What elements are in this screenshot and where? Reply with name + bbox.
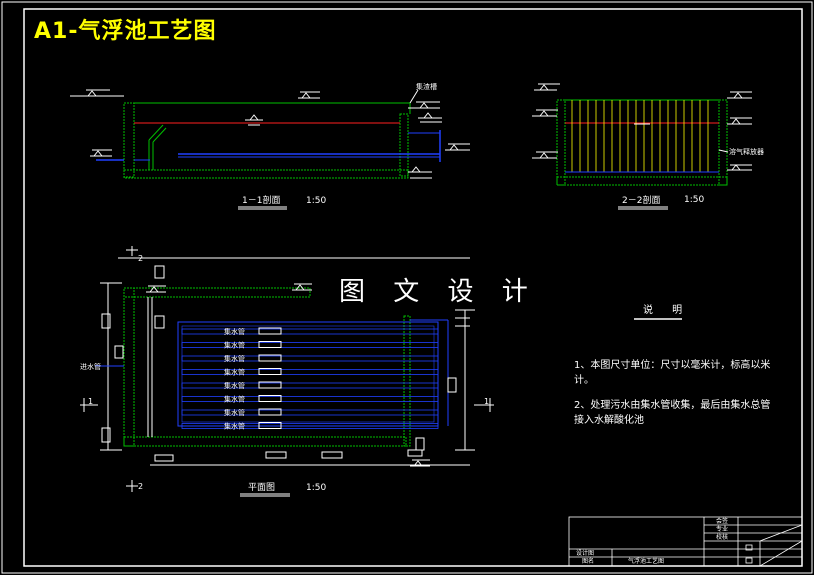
pipe-tag — [258, 408, 282, 416]
plan-cut-2-bottom: 2 — [138, 482, 143, 491]
pipe-label: 集水管 — [224, 381, 245, 390]
titleblock-design-label: 设计图 — [576, 549, 594, 557]
pipe-label: 集水管 — [224, 408, 245, 417]
section11-label: 1－1剖面 — [242, 194, 280, 206]
section22-scale: 1:50 — [684, 195, 704, 205]
pipe-row: 集水管 — [181, 395, 439, 404]
pipe-row: 集水管 — [181, 341, 439, 350]
plan-label: 平面图 — [248, 482, 275, 493]
pipe-label: 集水管 — [224, 422, 245, 431]
pipe-tag — [258, 395, 282, 402]
titleblock-cell-3: 校核 — [716, 533, 728, 541]
section-2-2 — [532, 83, 752, 186]
plan-view — [80, 246, 494, 492]
plan-cut-2-top: 2 — [138, 254, 143, 263]
inner-frame — [23, 8, 803, 567]
collector-pipe — [181, 342, 439, 348]
collector-pipe — [181, 423, 439, 429]
pipe-row: 集水管 — [181, 408, 439, 417]
title-block — [568, 516, 803, 567]
plan-top-wall — [123, 287, 311, 298]
pipe-row: 集水管 — [181, 327, 439, 336]
notes-title: 说 明 — [643, 305, 691, 316]
collector-pipe — [181, 409, 439, 416]
pipe-tag — [258, 354, 282, 362]
pipe-label: 集水管 — [224, 341, 245, 350]
collector-pipe — [181, 396, 439, 402]
pipe-tag — [258, 327, 282, 335]
note-1: 1、本图尺寸单位：尺寸以毫米计，标高以米计。 — [574, 360, 771, 386]
pipe-row: 集水管 — [181, 354, 439, 363]
pipe-tag — [258, 341, 282, 348]
section11-left-wall — [123, 102, 135, 178]
section11-tank-label: 集渣槽 — [416, 82, 437, 91]
watermark: 图 文 设 计 — [339, 277, 538, 307]
plan-bottom-wall — [123, 436, 407, 447]
section11-scale: 1:50 — [306, 196, 326, 206]
section-1-1 — [70, 89, 470, 179]
pipe-row: 集水管 — [181, 381, 439, 390]
plan-scale: 1:50 — [306, 483, 326, 493]
section22-right-wall — [718, 99, 728, 186]
plan-left-wall — [123, 287, 135, 447]
collector-pipe — [181, 328, 439, 335]
plan-inlet-label: 进水管 — [80, 362, 101, 371]
titleblock-cell-2: 专业 — [716, 525, 728, 533]
section22-bottom — [556, 176, 728, 186]
pipe-tag — [258, 381, 282, 389]
drawing-title: A1-气浮池工艺图 — [34, 19, 217, 44]
pipe-label: 集水管 — [224, 327, 245, 336]
pipe-tag — [258, 422, 282, 429]
plan-cut-1-right: 1 — [484, 397, 489, 406]
titleblock-drawing-name: 气浮池工艺图 — [628, 557, 664, 565]
elev-markers-11 — [70, 89, 470, 179]
pipe-label: 集水管 — [224, 354, 245, 363]
pipe-row: 集水管 — [181, 422, 439, 431]
pipe-tag — [258, 368, 282, 375]
titleblock-drawing-label: 图名 — [582, 557, 594, 565]
plan-right-wall — [403, 315, 411, 447]
section22-vertical-pipes — [571, 100, 709, 172]
section22-label: 2－2剖面 — [622, 194, 660, 206]
section11-bottom-slab — [123, 169, 409, 179]
section22-left-wall — [556, 99, 566, 186]
collector-pipe — [181, 382, 439, 389]
plan-cut-1-left: 1 — [88, 397, 93, 406]
titleblock-cell-1: 会签 — [716, 517, 728, 525]
pipe-row: 集水管 — [181, 368, 439, 377]
collector-pipe — [181, 355, 439, 362]
pipe-label: 集水管 — [224, 368, 245, 377]
section11-right-wall — [399, 113, 409, 177]
elev-markers-22 — [532, 83, 752, 171]
collector-pipe — [181, 369, 439, 375]
note-2: 2、处理污水由集水管收集，最后由集水总管接入水解酸化池 — [574, 400, 771, 426]
section22-device-label: 溶气释放器 — [729, 147, 764, 156]
pipe-label: 集水管 — [224, 395, 245, 404]
